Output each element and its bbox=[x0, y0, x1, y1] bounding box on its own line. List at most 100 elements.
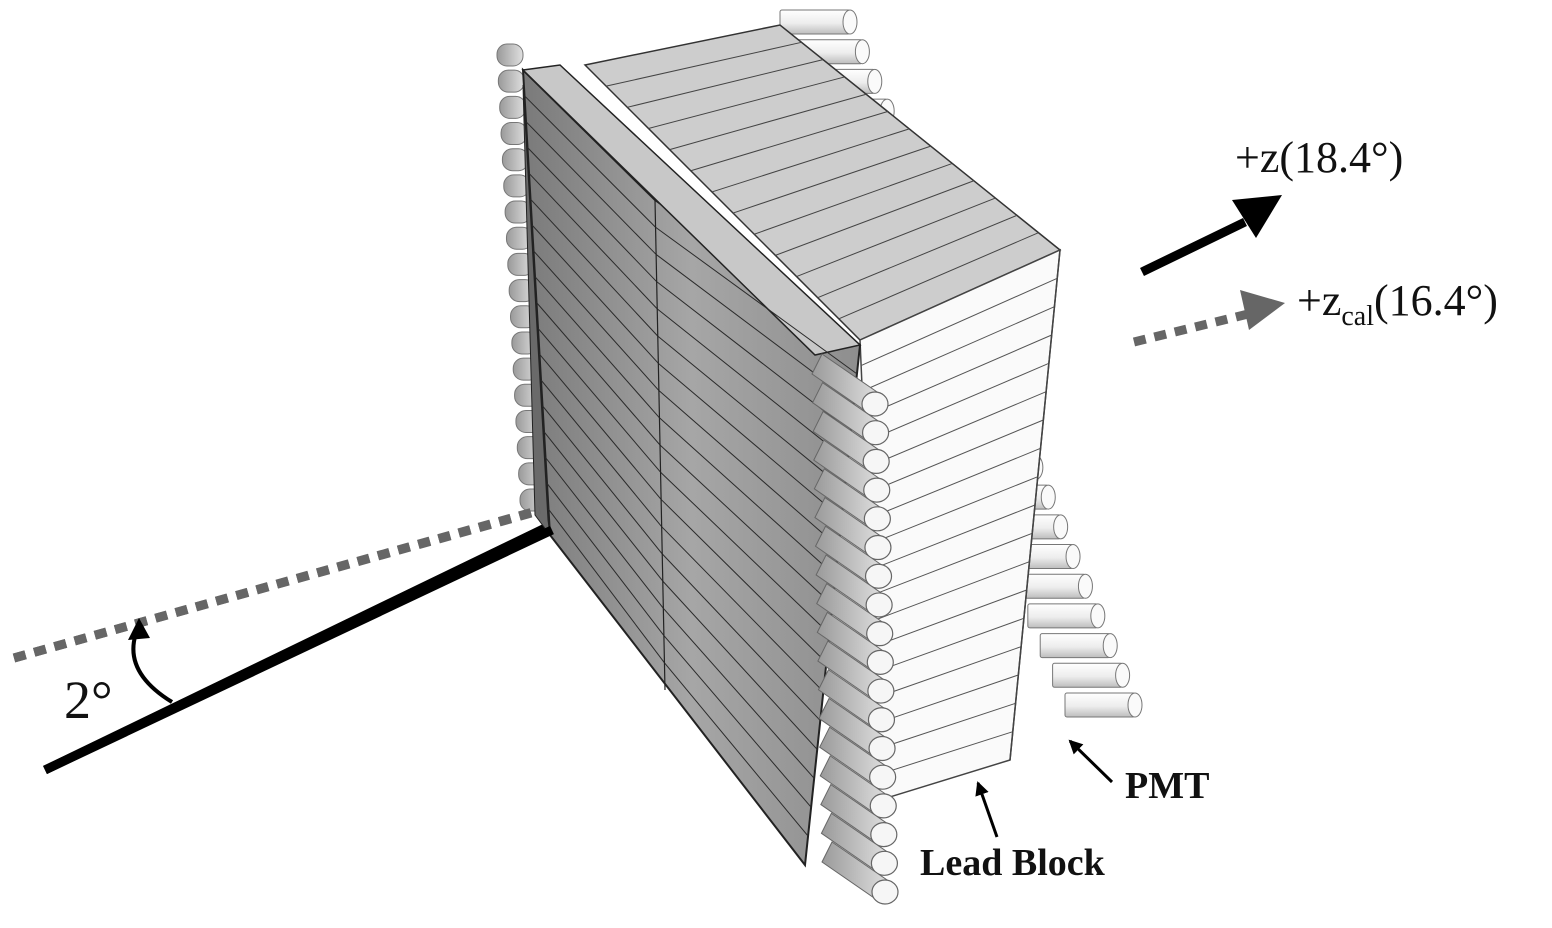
top-block-line bbox=[606, 41, 802, 87]
front-pmt-cap bbox=[868, 735, 896, 762]
front-block-line bbox=[527, 147, 658, 283]
front-block-line bbox=[525, 121, 657, 255]
pmt-cap bbox=[1115, 662, 1131, 688]
z-axis-arrowhead bbox=[1232, 195, 1282, 238]
side-block-line bbox=[872, 561, 1030, 622]
zcal-suffix: (16.4°) bbox=[1374, 276, 1498, 325]
front-block-line bbox=[533, 250, 660, 391]
front-block-line bbox=[659, 444, 833, 606]
front-pmt bbox=[816, 611, 894, 675]
pmt-cap bbox=[1090, 603, 1106, 629]
front-pmt-cap bbox=[867, 678, 895, 704]
lead-block-pointer bbox=[975, 781, 999, 838]
pmt-cap bbox=[1127, 692, 1143, 718]
beam-lines-front bbox=[12, 505, 554, 775]
front-block-line bbox=[528, 172, 658, 310]
calorimeter-axis-dashed-front bbox=[12, 505, 542, 663]
side-block-line bbox=[870, 532, 1033, 597]
top-face-block-lines bbox=[606, 41, 1039, 320]
front-pmt-cap bbox=[867, 707, 896, 733]
front-block-line bbox=[660, 471, 830, 635]
zcal-prefix: +z bbox=[1297, 276, 1341, 325]
front-block-line bbox=[530, 198, 659, 337]
top-block-line bbox=[817, 214, 1018, 299]
top-block-line bbox=[732, 145, 931, 214]
side-block-line bbox=[875, 646, 1022, 699]
pmt-tube bbox=[1027, 603, 1099, 629]
front-pmt-cap bbox=[864, 534, 892, 561]
front-block-line bbox=[659, 417, 836, 577]
front-pmt bbox=[817, 640, 895, 704]
top-block-line bbox=[754, 162, 953, 235]
front-pmt-cap bbox=[869, 764, 897, 790]
top-block-line bbox=[775, 180, 975, 256]
zcal-subscript: cal bbox=[1341, 301, 1374, 332]
front-block-line bbox=[660, 499, 827, 664]
front-block-line bbox=[662, 580, 818, 750]
back-pmt bbox=[499, 95, 527, 119]
front-block-line bbox=[662, 608, 815, 779]
side-block-line bbox=[868, 476, 1038, 545]
z-axis-arrow bbox=[1140, 217, 1247, 277]
front-block-line bbox=[536, 302, 661, 446]
pmt-cap bbox=[1102, 633, 1118, 659]
back-pmt bbox=[496, 43, 524, 67]
pmt-pointer bbox=[1068, 739, 1114, 784]
lead-block-label: Lead Block bbox=[920, 842, 1106, 884]
front-block-line bbox=[531, 224, 659, 364]
side-block-line bbox=[878, 731, 1013, 775]
side-block-line bbox=[873, 589, 1027, 648]
front-pmt bbox=[812, 410, 890, 475]
front-pmt bbox=[821, 841, 899, 905]
side-block-line bbox=[876, 674, 1019, 724]
front-pmt-cap bbox=[870, 850, 899, 876]
front-block-line bbox=[548, 508, 665, 664]
pmt-array-front bbox=[811, 353, 899, 905]
front-pmt bbox=[819, 726, 897, 790]
side-block-line bbox=[867, 447, 1041, 520]
front-block-line bbox=[658, 390, 839, 548]
pmt-tube bbox=[1052, 662, 1124, 688]
z-axis-label: +z(18.4°) bbox=[1235, 133, 1403, 182]
pmt-tube bbox=[779, 9, 851, 35]
pmt-cap bbox=[1065, 544, 1081, 570]
front-block-line bbox=[656, 308, 849, 461]
side-block-line bbox=[869, 504, 1036, 571]
pmt-tube bbox=[1064, 692, 1136, 718]
front-pmt-cap bbox=[863, 506, 891, 532]
front-pmt bbox=[813, 439, 891, 503]
front-block-line bbox=[539, 353, 662, 500]
front-pmt bbox=[811, 353, 889, 417]
angle-arc bbox=[131, 627, 174, 704]
front-block-line bbox=[658, 362, 842, 519]
back-pmt bbox=[497, 69, 525, 93]
side-block-line bbox=[874, 617, 1025, 673]
front-pmt bbox=[813, 468, 891, 532]
angle-label: 2° bbox=[64, 670, 113, 730]
front-pmt bbox=[816, 582, 894, 647]
front-pmt bbox=[814, 496, 892, 561]
angle-indicator: 2° bbox=[64, 618, 174, 730]
top-block-line bbox=[711, 128, 910, 193]
front-block-line bbox=[655, 226, 858, 375]
top-block-line bbox=[690, 111, 888, 172]
top-block-line bbox=[796, 197, 996, 278]
zcal-axis-arrow bbox=[1132, 309, 1250, 347]
front-pmt bbox=[814, 525, 893, 589]
front-pmt-cap bbox=[869, 793, 897, 819]
front-block-line bbox=[545, 457, 664, 609]
front-pmt-cap bbox=[865, 592, 893, 618]
side-block-line bbox=[860, 277, 1058, 367]
pmt-label: PMT bbox=[1125, 765, 1209, 807]
side-block-line bbox=[863, 334, 1052, 418]
top-block-line bbox=[648, 76, 845, 129]
front-pmt bbox=[817, 669, 896, 733]
front-top-cap bbox=[521, 64, 862, 356]
front-pmt-cap bbox=[870, 821, 898, 848]
pmt-tube bbox=[1039, 633, 1111, 659]
front-pmt-cap bbox=[862, 448, 890, 475]
side-block-edge bbox=[1009, 249, 1061, 761]
front-pmt bbox=[819, 755, 897, 819]
front-column-divider bbox=[654, 199, 666, 691]
